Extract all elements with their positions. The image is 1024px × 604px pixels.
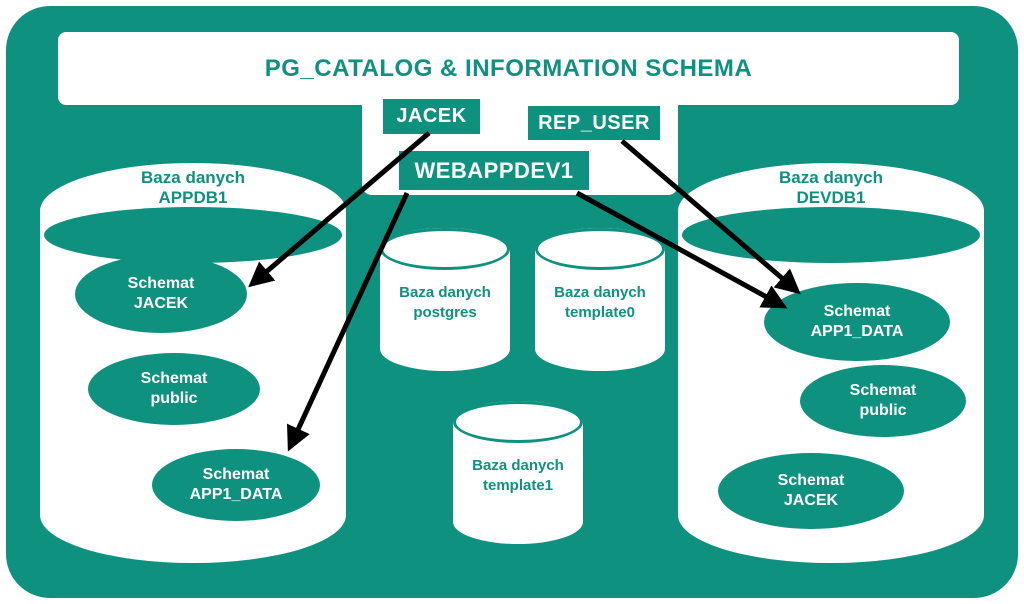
schema-ellipse-devdb1-jacek: Schemat JACEK — [718, 453, 904, 529]
database-title-line2: template0 — [564, 303, 636, 321]
schema-ellipse-appdb1-public: Schemat public — [88, 353, 260, 425]
schema-label: Schemat — [849, 382, 917, 399]
database-title-line2: template1 — [482, 476, 554, 494]
cylinder-lid-devdb1 — [682, 207, 980, 263]
catalog-title-bar: PG_CATALOG & INFORMATION SCHEMA — [58, 32, 959, 105]
database-title-template0: Baza danych template0 — [535, 283, 665, 322]
database-title-postgres: Baza danych postgres — [380, 283, 510, 322]
schema-name: JACEK — [133, 295, 189, 312]
schema-label: Schemat — [202, 466, 270, 483]
cylinder-lid-template1 — [453, 401, 583, 443]
schema-label: Schemat — [127, 275, 195, 292]
user-label-rep-user: REP_USER — [528, 106, 660, 140]
user-label-webappdev1: WEBAPPDEV1 — [399, 151, 589, 190]
schema-name: APP1_DATA — [810, 323, 904, 340]
schema-label: Schemat — [823, 303, 891, 320]
database-cylinder-appdb1: Baza danych APPDB1 Schemat JACEK Schemat… — [40, 163, 346, 563]
schema-ellipse-devdb1-app1-data: Schemat APP1_DATA — [764, 283, 950, 361]
schema-name: JACEK — [783, 492, 839, 509]
cylinder-lid-postgres — [380, 228, 510, 270]
database-cylinder-postgres: Baza danych postgres — [380, 228, 510, 371]
schema-label: Schemat — [777, 472, 845, 489]
user-label-jacek: JACEK — [383, 99, 480, 134]
database-title-line2: postgres — [413, 303, 477, 321]
schema-ellipse-appdb1-jacek: Schemat JACEK — [75, 255, 247, 333]
schema-name: public — [150, 390, 198, 407]
database-title-line1: Baza danych — [472, 457, 564, 474]
database-title-appdb1: Baza danych APPDB1 — [40, 168, 346, 208]
database-cylinder-template0: Baza danych template0 — [535, 228, 665, 371]
schema-ellipse-appdb1-app1-data: Schemat APP1_DATA — [152, 449, 320, 521]
database-title-line2: APPDB1 — [158, 188, 228, 208]
database-title-template1: Baza danych template1 — [453, 456, 583, 495]
cylinder-lid-appdb1 — [44, 207, 342, 263]
database-cylinder-template1: Baza danych template1 — [453, 401, 583, 544]
schema-label: Schemat — [140, 370, 208, 387]
database-title-devdb1: Baza danych DEVDB1 — [678, 168, 984, 208]
database-title-line1: Baza danych — [554, 284, 646, 301]
database-cylinder-devdb1: Baza danych DEVDB1 Schemat APP1_DATA Sch… — [678, 163, 984, 563]
database-title-line1: Baza danych — [141, 168, 245, 187]
cylinder-lid-template0 — [535, 228, 665, 270]
diagram-title: PG_CATALOG & INFORMATION SCHEMA — [264, 54, 753, 82]
schema-name: APP1_DATA — [189, 486, 283, 503]
schema-ellipse-devdb1-public: Schemat public — [800, 365, 966, 437]
schema-name: public — [859, 402, 907, 419]
database-title-line1: Baza danych — [779, 168, 883, 187]
database-title-line2: DEVDB1 — [796, 188, 866, 208]
database-title-line1: Baza danych — [399, 284, 491, 301]
